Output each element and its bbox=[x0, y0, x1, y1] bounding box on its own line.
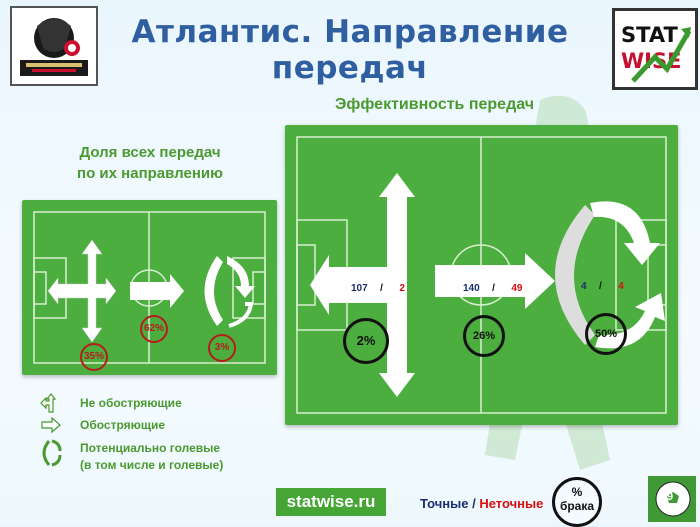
left-heading-line1: Доля всех передач bbox=[79, 144, 221, 161]
legend-incl-goal: (в том числе и голевые) bbox=[80, 458, 224, 472]
right-forward-arrow bbox=[435, 253, 555, 309]
right-arrow-icon bbox=[41, 416, 61, 434]
page-number: 9 bbox=[667, 491, 674, 503]
circular-arrow-icon bbox=[42, 439, 62, 467]
page-number-badge: 9 bbox=[648, 476, 696, 522]
right-pitch-drawing bbox=[296, 136, 667, 414]
dangerous-accurate: 140 bbox=[463, 283, 480, 294]
dangerous-fail-pct: 26% bbox=[463, 315, 505, 357]
non-dangerous-accurate: 107 bbox=[351, 283, 368, 294]
left-dangerous-pct: 62% bbox=[140, 315, 168, 343]
soccer-ball-icon bbox=[655, 481, 691, 517]
left-non-dangerous-pct: 35% bbox=[80, 343, 108, 371]
fail-pct-symbol: % bbox=[571, 485, 583, 499]
league-logo-icon bbox=[12, 8, 96, 84]
potential-goal-stats: 4 / 4 bbox=[581, 276, 624, 294]
left-circular-arrow bbox=[204, 256, 255, 328]
dangerous-stats: 140 / 49 bbox=[463, 278, 523, 296]
fail-word: брака bbox=[559, 499, 595, 513]
legend-non-dangerous: Не обостряющие bbox=[80, 396, 182, 410]
potential-goal-sep: / bbox=[599, 281, 602, 292]
potential-goal-inaccurate: 4 bbox=[618, 281, 624, 292]
statwise-logo: STAT WISE bbox=[612, 8, 698, 90]
right-panel-heading: Эффективность передач bbox=[335, 96, 535, 113]
right-pitch: 107 / 2 140 / 49 4 / 4 2% 26% 50% bbox=[285, 125, 678, 425]
non-dangerous-sep: / bbox=[380, 283, 383, 294]
right-circular-arrow bbox=[555, 201, 665, 349]
left-panel-heading: Доля всех передач по их направлению bbox=[40, 142, 260, 184]
non-dangerous-stats: 107 / 2 bbox=[351, 278, 405, 296]
legend-dangerous: Обостряющие bbox=[80, 418, 166, 432]
left-pitch: 35% 62% 3% bbox=[22, 200, 277, 375]
statwise-logo-icon bbox=[631, 27, 692, 83]
potential-goal-fail-pct: 50% bbox=[585, 313, 627, 355]
accuracy-legend: Точные / Неточные bbox=[420, 496, 543, 511]
league-logo bbox=[10, 6, 98, 86]
non-dangerous-inaccurate: 2 bbox=[399, 283, 405, 294]
t-arrow-icon bbox=[40, 393, 57, 413]
left-pitch-drawing bbox=[33, 211, 266, 364]
accuracy-slash: / bbox=[472, 496, 476, 511]
site-link[interactable]: statwise.ru bbox=[276, 488, 386, 516]
left-heading-line2: по их направлению bbox=[77, 165, 223, 182]
accurate-label: Точные bbox=[420, 496, 469, 511]
non-dangerous-fail-pct: 2% bbox=[343, 318, 389, 364]
dangerous-sep: / bbox=[492, 283, 495, 294]
left-forward-arrow bbox=[130, 274, 184, 308]
legend-potential-goal: Потенциально голевые bbox=[80, 441, 221, 455]
potential-goal-accurate: 4 bbox=[581, 281, 587, 292]
fail-rate-legend: % брака bbox=[552, 477, 602, 527]
logo-text-stat: STAT bbox=[621, 23, 678, 47]
left-potential-goal-pct: 3% bbox=[208, 334, 236, 362]
page-title: Атлантис. Направление передач bbox=[131, 14, 569, 86]
left-t-arrow bbox=[47, 239, 117, 343]
dangerous-inaccurate: 49 bbox=[511, 283, 523, 294]
inaccurate-label: Неточные bbox=[479, 496, 544, 511]
